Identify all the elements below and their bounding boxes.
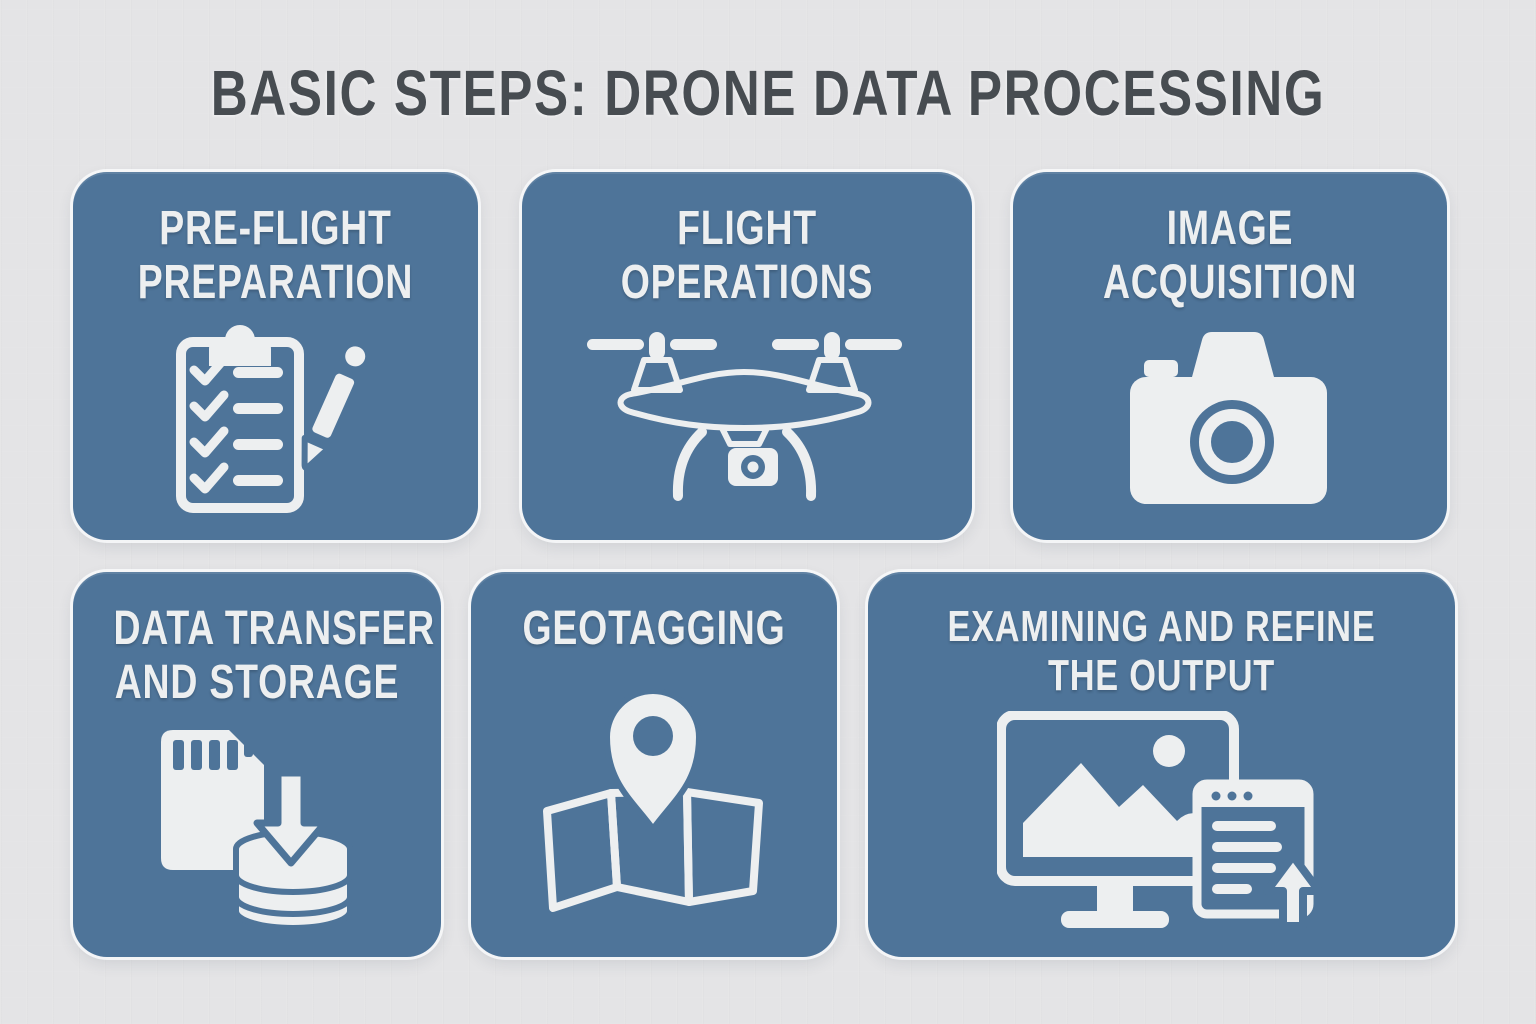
drone-icon xyxy=(587,331,902,501)
card-data-transfer-and-storage: DATA TRANSFER AND STORAGE xyxy=(73,572,441,957)
card-icon xyxy=(73,310,478,541)
card-icon xyxy=(522,310,972,541)
card-title: FLIGHT OPERATIONS xyxy=(522,202,972,310)
card-title-line: THE OUTPUT xyxy=(1047,651,1276,701)
card-title-line: EXAMINING AND REFINE xyxy=(947,602,1376,651)
card-title: DATA TRANSFER AND STORAGE xyxy=(73,602,441,710)
card-examining-and-refine-the-output: EXAMINING AND REFINE THE OUTPUT xyxy=(868,572,1455,957)
card-title-line: IMAGE xyxy=(1166,202,1294,255)
checklist-pen-icon xyxy=(175,324,371,513)
map-location-pin-icon xyxy=(542,688,763,912)
card-title-line: DATA TRANSFER xyxy=(113,602,435,655)
card-flight-operations: FLIGHT OPERATIONS xyxy=(522,172,972,540)
card-title-line: ACQUISITION xyxy=(1102,255,1358,309)
card-icon xyxy=(868,701,1455,957)
camera-icon xyxy=(1130,332,1327,505)
card-title-line: PREPARATION xyxy=(137,255,414,309)
card-title: PRE-FLIGHT PREPARATION xyxy=(73,202,478,310)
card-title: GEOTAGGING xyxy=(471,602,837,656)
card-title: IMAGE ACQUISITION xyxy=(1013,202,1447,310)
card-title-line: GEOTAGGING xyxy=(522,602,786,655)
card-title-line: PRE-FLIGHT xyxy=(159,202,392,255)
card-title: EXAMINING AND REFINE THE OUTPUT xyxy=(868,602,1455,701)
card-title-line: FLIGHT xyxy=(677,202,817,255)
card-title-line: OPERATIONS xyxy=(620,255,874,309)
card-icon xyxy=(471,656,837,957)
sd-card-database-download-icon xyxy=(161,730,353,929)
card-icon xyxy=(1013,310,1447,541)
page-title-text: BASIC STEPS: DRONE DATA PROCESSING xyxy=(210,57,1326,129)
card-pre-flight-preparation: PRE-FLIGHT PREPARATION xyxy=(73,172,478,540)
monitor-document-upload-icon xyxy=(996,711,1323,931)
card-title-line: AND STORAGE xyxy=(114,655,400,709)
card-image-acquisition: IMAGE ACQUISITION xyxy=(1013,172,1447,540)
page-title: BASIC STEPS: DRONE DATA PROCESSING xyxy=(0,56,1536,130)
card-icon xyxy=(73,710,441,958)
card-geotagging: GEOTAGGING xyxy=(471,572,837,957)
